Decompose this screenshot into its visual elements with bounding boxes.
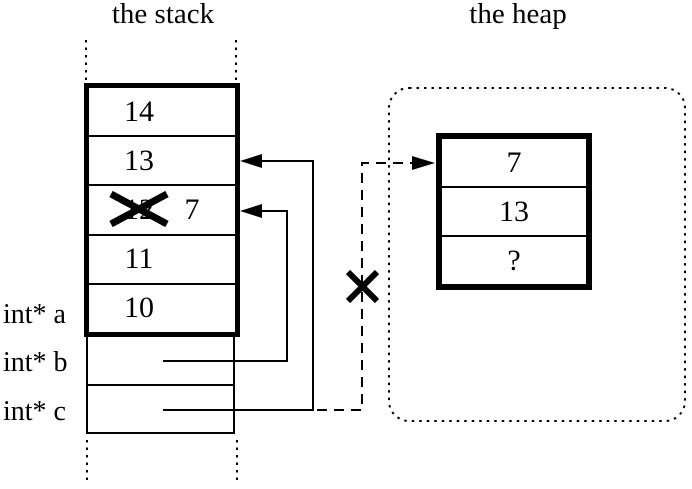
heap-cell: 13 [442, 188, 586, 237]
heap-title: the heap [469, 0, 567, 30]
var-label-b: int* b [3, 347, 68, 378]
stack-cell-crossed-out: 12 7 [89, 186, 235, 236]
pointer-cell-c [88, 386, 233, 432]
dangling-pointer-line [317, 162, 412, 411]
pointer-c-arrowhead-icon [240, 154, 262, 168]
pointer-variable-cells-box [86, 337, 235, 434]
stack-title: the stack [111, 0, 215, 30]
heap-cell: 7 [442, 139, 586, 188]
stack-cell-old-value: 12 [124, 193, 154, 226]
stack-cell-value: 14 [124, 94, 154, 128]
pointer-b-arrowhead-icon [240, 204, 262, 218]
stack-cell: 10 [89, 285, 235, 332]
stack-cell-value: 10 [124, 291, 154, 325]
stack-cell-new-value: 7 [184, 193, 200, 226]
pointer-cell-b [88, 337, 233, 386]
dangling-pointer-arrowhead-icon [412, 156, 435, 170]
stack-cell: 13 [89, 137, 235, 187]
heap-block-box: 7 13 ? [436, 133, 592, 290]
stack-cell-value: 13 [124, 143, 154, 177]
stack-frame-box: 14 13 12 7 11 10 [84, 83, 240, 337]
stack-cell: 14 [89, 88, 235, 138]
heap-cell-value: ? [507, 243, 521, 277]
var-label-c: int* c [3, 396, 66, 427]
stack-cell: 11 [89, 236, 235, 285]
heap-cell-value: 7 [506, 145, 522, 179]
x-cross-icon-dangling-pointer [345, 269, 380, 304]
heap-cell-value: 13 [499, 194, 529, 228]
heap-cell: ? [442, 237, 586, 284]
var-label-a: int* a [3, 299, 66, 330]
stack-cell-value: 11 [124, 242, 154, 276]
